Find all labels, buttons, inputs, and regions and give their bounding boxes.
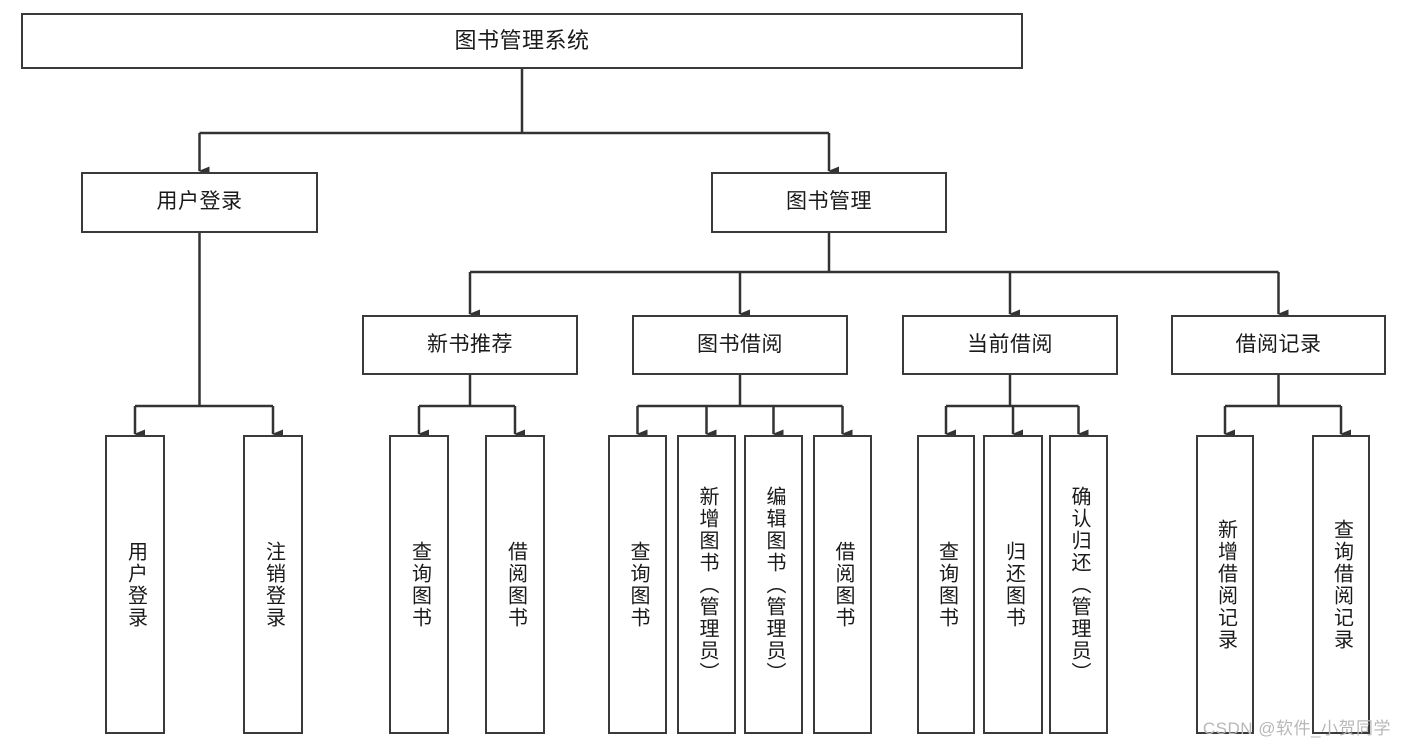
node-book-borrow[interactable]: 图书借阅 <box>632 315 848 375</box>
node-label: 新书推荐 <box>427 332 513 356</box>
node-leaf-edit-book-admin[interactable]: 编辑图书（管理员） <box>744 435 803 734</box>
node-label: 注销登录 <box>262 540 285 629</box>
node-leaf-return-book[interactable]: 归还图书 <box>983 435 1043 734</box>
node-label: 用户登录 <box>156 190 243 214</box>
node-leaf-query-borrow-record[interactable]: 查询借阅记录 <box>1312 435 1370 734</box>
edge-paths <box>133 69 1351 439</box>
node-label: 查询图书 <box>935 540 958 629</box>
node-root[interactable]: 图书管理系统 <box>21 13 1023 69</box>
node-label: 用户登录 <box>124 540 147 629</box>
node-label: 新增借阅记录 <box>1214 518 1237 651</box>
node-user-login[interactable]: 用户登录 <box>81 172 318 233</box>
node-book-manage[interactable]: 图书管理 <box>711 172 947 233</box>
node-label: 查询图书 <box>408 540 431 629</box>
node-leaf-borrow-book-2[interactable]: 借阅图书 <box>813 435 872 734</box>
node-label: 编辑图书（管理员） <box>763 485 785 684</box>
node-leaf-query-book-2[interactable]: 查询图书 <box>608 435 667 734</box>
node-label: 借阅图书 <box>504 540 527 629</box>
node-borrow-record[interactable]: 借阅记录 <box>1171 315 1386 375</box>
node-label: 图书借阅 <box>697 332 783 356</box>
node-leaf-user-login[interactable]: 用户登录 <box>105 435 165 734</box>
watermark-text: CSDN @软件_小贺同学 <box>1202 719 1391 738</box>
node-label: 借阅记录 <box>1235 332 1322 356</box>
node-label: 查询借阅记录 <box>1330 518 1353 651</box>
node-label: 归还图书 <box>1002 540 1025 629</box>
node-label: 新增图书（管理员） <box>696 485 718 684</box>
node-leaf-logout[interactable]: 注销登录 <box>243 435 303 734</box>
node-leaf-borrow-book-1[interactable]: 借阅图书 <box>485 435 545 734</box>
node-leaf-query-book-1[interactable]: 查询图书 <box>389 435 449 734</box>
node-label: 确认归还（管理员） <box>1068 485 1090 684</box>
node-leaf-add-borrow-record[interactable]: 新增借阅记录 <box>1196 435 1254 734</box>
node-label: 图书管理 <box>786 190 872 214</box>
node-label: 查询图书 <box>627 540 649 629</box>
node-new-book-rec[interactable]: 新书推荐 <box>362 315 578 375</box>
node-leaf-confirm-return-admin[interactable]: 确认归还（管理员） <box>1049 435 1108 734</box>
node-label: 借阅图书 <box>832 540 854 629</box>
node-leaf-add-book-admin[interactable]: 新增图书（管理员） <box>677 435 736 734</box>
node-label: 图书管理系统 <box>454 28 590 54</box>
node-label: 当前借阅 <box>967 332 1053 356</box>
node-leaf-query-book-3[interactable]: 查询图书 <box>917 435 975 734</box>
node-current-borrow[interactable]: 当前借阅 <box>902 315 1118 375</box>
